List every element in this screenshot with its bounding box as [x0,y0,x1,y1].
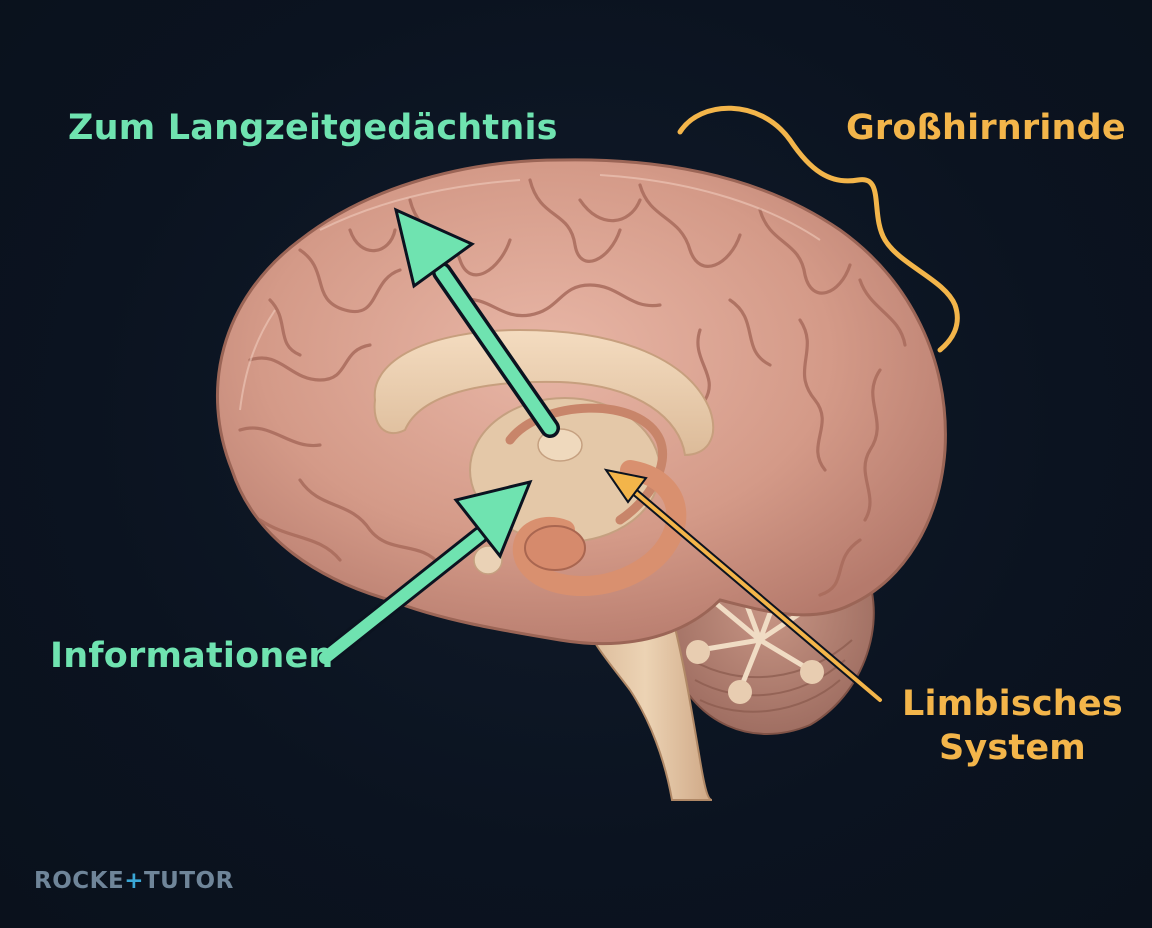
label-limbic-system: Limbisches System [902,682,1123,770]
label-limbic-line1: Limbisches [902,684,1123,724]
logo-part2: TUTOR [143,868,234,894]
arrow-information-in-icon [316,479,533,667]
arrow-to-long-term-memory-icon [393,207,560,438]
brand-logo: ROCKE+TUTOR [34,868,234,894]
logo-plus: + [124,868,144,894]
hippocampus [512,460,687,596]
label-long-term-memory: Zum Langzeitgedächtnis [68,108,558,148]
logo-part1: ROCKE [34,868,125,894]
arrow-limbic-system-icon [603,468,884,704]
label-limbic-line2: System [938,728,1086,768]
cortex-brace [677,105,960,353]
amygdala [524,525,586,571]
corpus-callosum [373,328,715,457]
label-information: Informationen [50,636,334,676]
label-cerebral-cortex: Großhirnrinde [846,108,1126,148]
